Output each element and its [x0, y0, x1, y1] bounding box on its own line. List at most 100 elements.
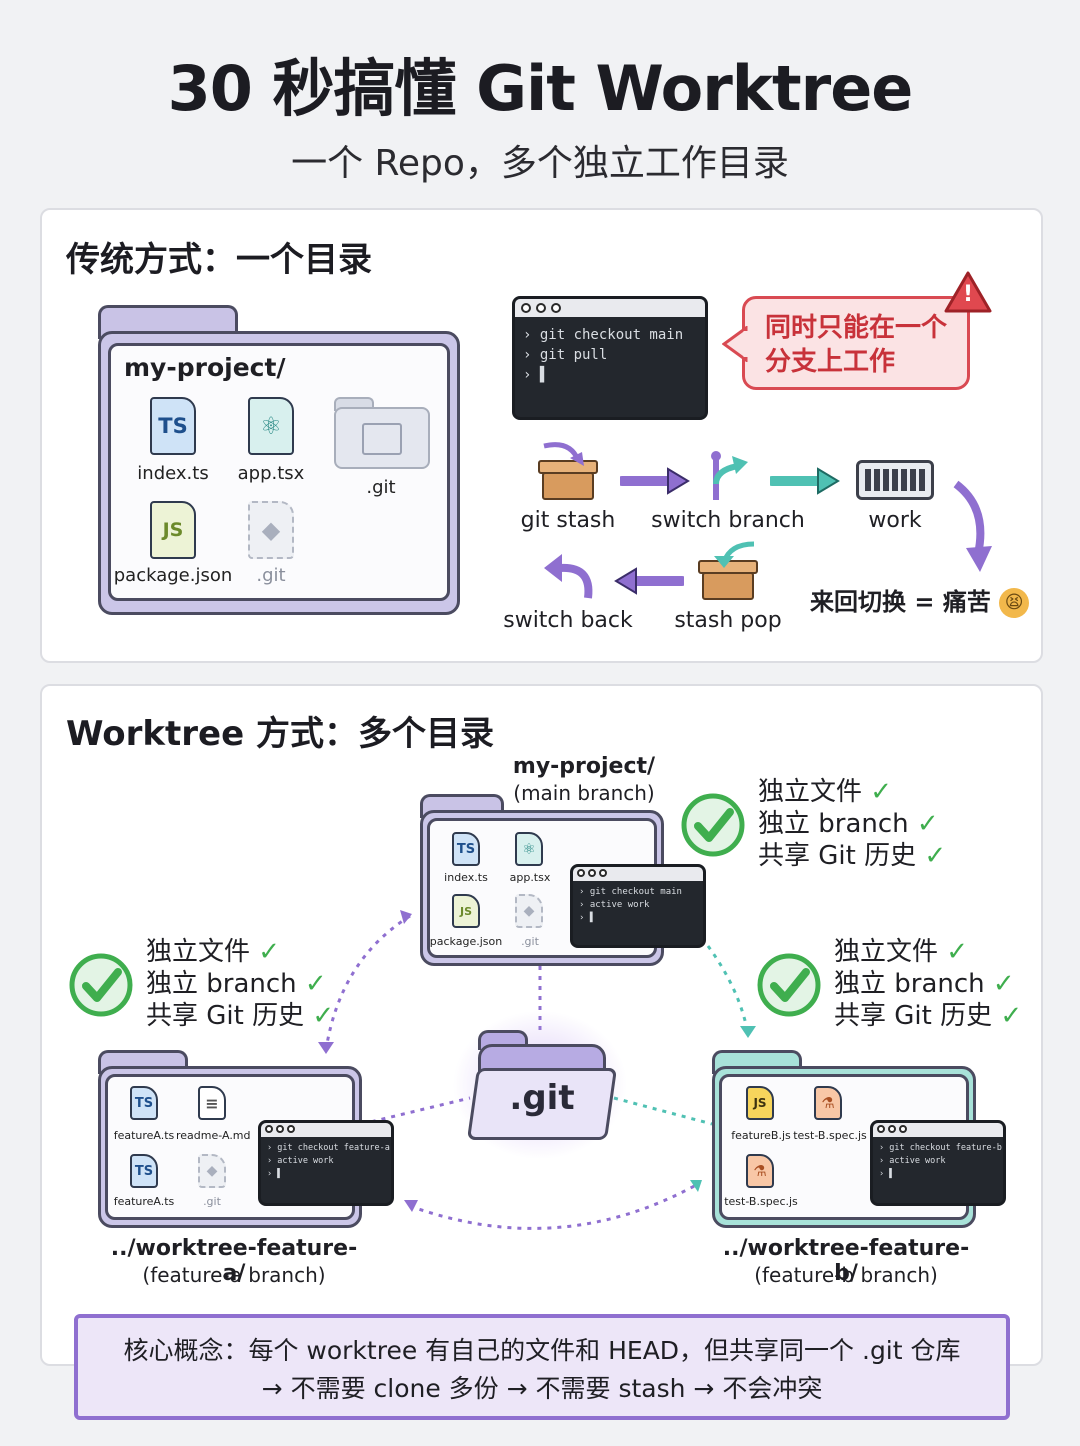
file-label: featureA.ts [113, 1195, 175, 1208]
keyboard-keys [865, 469, 925, 491]
ts-file-icon: TS [150, 397, 196, 455]
connector-a-git [361, 1096, 471, 1126]
connector-main-a [324, 914, 411, 1051]
flow-label-switch-branch: switch branch [651, 508, 805, 533]
connector-b-git [613, 1096, 713, 1126]
arrowhead [404, 1200, 418, 1212]
js-file-icon: JS [452, 894, 480, 928]
file-label-git-ghost: .git [256, 565, 286, 586]
folder-name: my-project/ [124, 353, 286, 382]
checklist-item: 共享 Git 历史 [834, 1001, 993, 1031]
feature-a-terminal: › git checkout feature-a › active work ›… [258, 1120, 394, 1206]
flow-label-git-stash: git stash [520, 508, 616, 533]
file-label: index.ts [444, 871, 488, 884]
check-icon: ✓ [946, 937, 969, 967]
folder-icon [334, 397, 430, 469]
box-body [542, 472, 594, 500]
folder-icon-tree [362, 423, 402, 455]
file-label: .git [521, 935, 539, 948]
keyboard-icon [856, 460, 934, 500]
check-icon: ✓ [304, 969, 327, 999]
terminal-line: › git checkout main [579, 887, 682, 897]
connector-main-b [706, 945, 750, 1035]
traditional-section-title: 传统方式：一个目录 [66, 240, 372, 280]
file-label-git-folder: .git [366, 477, 396, 498]
git-file-icon: ◆ [198, 1154, 226, 1188]
file-label: package.json [429, 935, 503, 948]
tired-face-icon: 😫 [999, 588, 1030, 618]
terminal-line: › ▌ [523, 367, 549, 383]
file-label: featureB.js [731, 1129, 791, 1142]
checklist-feature-a: 独立文件 ✓ 独立 branch ✓ 共享 Git 历史 ✓ [146, 936, 334, 1032]
checklist-item: 独立文件 [834, 937, 939, 967]
check-icon: ✓ [258, 937, 281, 967]
terminal-line: › ▌ [579, 913, 596, 923]
checklist-item: 独立文件 [146, 937, 251, 967]
terminal-titlebar [515, 299, 705, 317]
file-label-package-json: package.json [113, 565, 233, 586]
terminal-line: › git checkout feature-a [267, 1143, 390, 1153]
terminal-dot [577, 869, 585, 877]
terminal-dot [899, 1125, 907, 1133]
check-circle-icon [681, 793, 745, 857]
terminal-line: › active work [879, 1156, 946, 1166]
file-label: test-B.spec.js [793, 1129, 867, 1142]
ts-file-icon: TS [130, 1154, 158, 1188]
feature-b-branch: (feature-b branch) [754, 1263, 938, 1287]
core-concept-note: 核心概念：每个 worktree 有自己的文件和 HEAD，但共享同一个 .gi… [74, 1314, 1010, 1420]
checklist-item: 共享 Git 历史 [758, 841, 917, 871]
terminal-line: › active work [579, 900, 650, 910]
terminal-line: › ▌ [879, 1169, 895, 1179]
file-label: featureA.ts [113, 1129, 175, 1142]
stash-box-icon [536, 440, 600, 502]
project-folder: my-project/ TS index.ts ⚛ app.tsx .git J… [98, 305, 460, 615]
connector-a-b [409, 1182, 699, 1230]
terminal-dot [265, 1125, 273, 1133]
feature-a-branch: (feature-a branch) [142, 1263, 326, 1287]
warning-icon: ! [944, 270, 992, 314]
flow-arrow-left [614, 567, 684, 595]
test-file-icon: ⚗ [814, 1086, 842, 1120]
checklist-item: 独立 branch [146, 969, 297, 999]
git-file-icon: ◆ [248, 501, 294, 559]
terminal-dot [888, 1125, 896, 1133]
ts-file-icon: TS [130, 1086, 158, 1120]
flow-label-switch-back: switch back [503, 608, 633, 633]
checklist-item: 独立 branch [758, 809, 909, 839]
page-title: 30 秒搞懂 Git Worktree [167, 52, 914, 125]
react-file-icon: ⚛ [515, 832, 543, 866]
checklist-item: 共享 Git 历史 [146, 1001, 305, 1031]
terminal-titlebar [261, 1123, 391, 1137]
feature-b-terminal: › git checkout feature-b › active work ›… [870, 1120, 1006, 1206]
flow-label-work: work [868, 508, 922, 533]
test-file-icon: ⚗ [746, 1154, 774, 1188]
warning-triangle [944, 271, 992, 313]
pop-arrow-icon [714, 541, 755, 568]
stash-arrow-icon [543, 442, 584, 466]
file-label: readme-A.md [176, 1129, 251, 1142]
worktree-section-title: Worktree 方式：多个目录 [66, 714, 495, 754]
file-label-app-tsx: app.tsx [237, 463, 305, 484]
page-subtitle: 一个 Repo，多个独立工作目录 [291, 143, 789, 184]
main-worktree-name: my-project/ [512, 754, 656, 779]
feature-a-name: ../worktree-feature-a/ [110, 1236, 358, 1286]
check-icon: ✓ [870, 777, 893, 807]
terminal-line: › active work [267, 1156, 334, 1166]
pain-label: 来回切换 = 痛苦 [810, 588, 991, 616]
js-file-icon: JS [150, 501, 196, 559]
main-worktree-branch: (main branch) [513, 781, 655, 805]
shared-git-label: .git [509, 1078, 575, 1118]
terminal-dot [536, 303, 546, 313]
warning-callout: 同时只能在一个 分支上工作 [742, 296, 970, 390]
file-label: test-B.spec.js [724, 1195, 798, 1208]
check-circle-icon [69, 953, 133, 1017]
terminal-line: › git pull [523, 347, 608, 363]
terminal-dot [276, 1125, 284, 1133]
terminal-dot [599, 869, 607, 877]
terminal-dot [551, 303, 561, 313]
box-body [702, 572, 754, 600]
arrowhead [318, 1042, 334, 1054]
check-icon: ✓ [1000, 1001, 1023, 1031]
feature-b-name: ../worktree-feature-b/ [722, 1236, 970, 1286]
